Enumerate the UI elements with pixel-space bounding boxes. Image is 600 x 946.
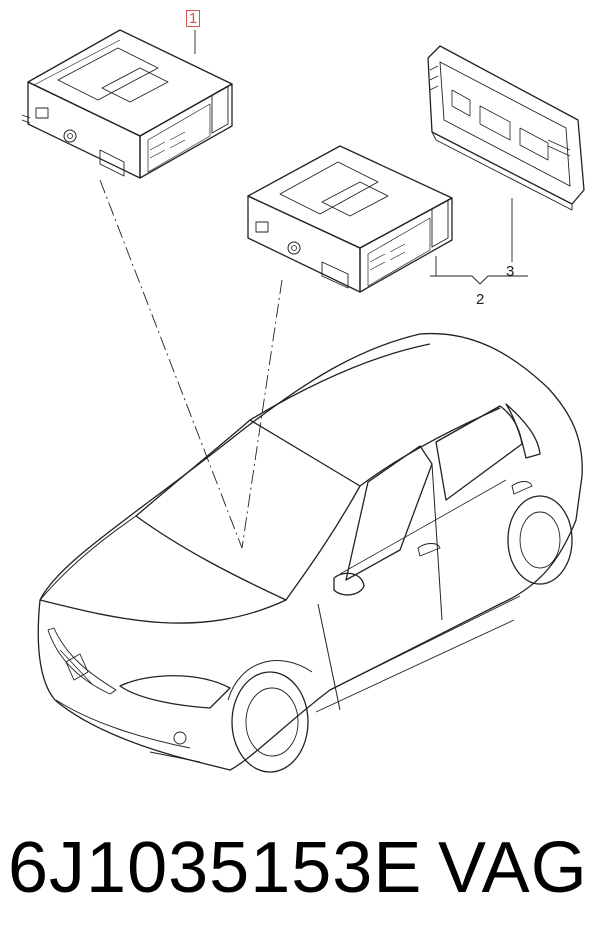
car-illustration	[37, 332, 583, 773]
callout-3: 3	[506, 263, 515, 280]
mounting-frame-3	[427, 45, 585, 211]
brand-name: VAG	[438, 828, 588, 908]
part-number: 6J1035153E	[8, 828, 423, 908]
radio-unit-1	[21, 29, 233, 179]
caption-bar: 6J1035153E VAG	[0, 828, 600, 918]
location-lines	[99, 179, 283, 549]
callout-1: 1	[186, 10, 201, 27]
callout-2: 2	[476, 291, 485, 308]
radio-unit-2	[247, 145, 453, 293]
callout-leaders	[430, 198, 528, 285]
